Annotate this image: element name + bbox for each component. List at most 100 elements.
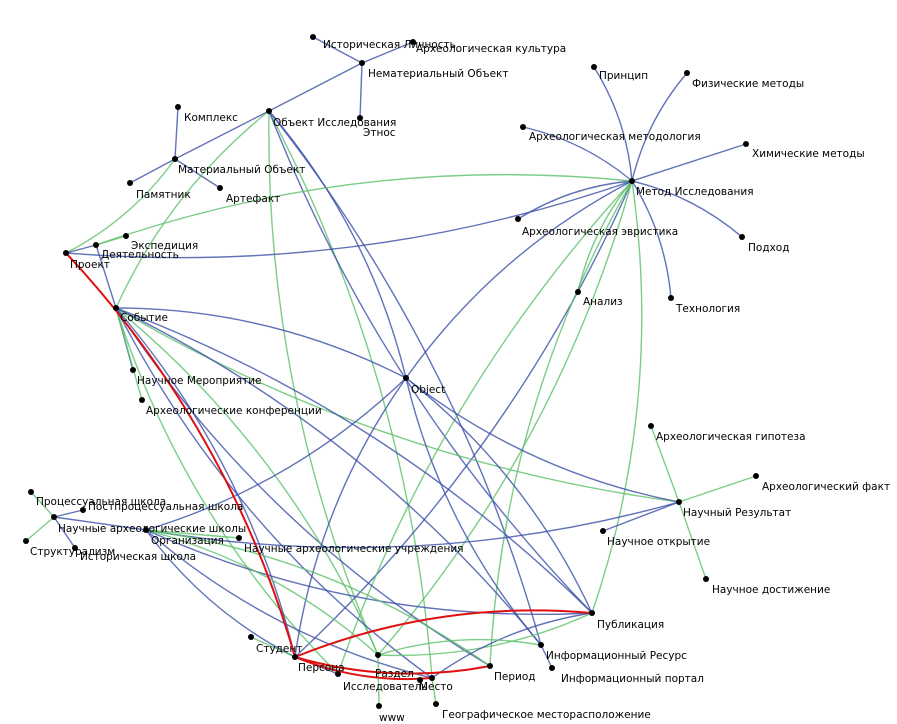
node-nemat[interactable] [359, 60, 365, 66]
node-arh_kult[interactable] [410, 39, 416, 45]
node-kompleks[interactable] [175, 104, 181, 110]
node-gipoteza[interactable] [648, 423, 654, 429]
label-otkrytie: Научное открытие [607, 536, 710, 548]
edge-rezult-organiz [145, 501, 680, 549]
node-nauch_mer[interactable] [130, 367, 136, 373]
node-artefakt[interactable] [217, 185, 223, 191]
node-rezult[interactable] [676, 499, 682, 505]
node-sobytie[interactable] [113, 305, 119, 311]
edge-rezult-gipoteza [650, 425, 680, 503]
edge-nauch_shk-struktur [25, 516, 55, 542]
edge-organiz-mesto [145, 529, 433, 679]
node-www[interactable] [376, 703, 382, 709]
node-student[interactable] [248, 634, 254, 640]
label-arh_kult: Археологическая культура [416, 43, 566, 55]
node-obj_issl[interactable] [266, 108, 272, 114]
node-analiz[interactable] [575, 289, 581, 295]
label-persona: Персона [298, 662, 345, 674]
node-konf[interactable] [139, 397, 145, 403]
node-process[interactable] [28, 489, 34, 495]
node-pamyatnik[interactable] [127, 180, 133, 186]
node-otkrytie[interactable] [600, 528, 606, 534]
edge-mater-artefakt [174, 158, 221, 189]
edge-sobytie-object [115, 307, 407, 379]
edge-metod-him [631, 143, 747, 182]
label-fakt: Археологический факт [762, 481, 890, 493]
node-struktur[interactable] [23, 538, 29, 544]
label-organiz: Организация [151, 535, 224, 547]
nodes-layer [23, 34, 759, 709]
label-metod: Метод Исследования [636, 186, 754, 198]
node-mesto[interactable] [429, 675, 435, 681]
node-razdel[interactable] [375, 652, 381, 658]
label-postproc: Постпроцессуальная школа [88, 501, 243, 513]
edge-metod-publik [591, 180, 643, 614]
edge-obj_issl-inf_res [268, 110, 542, 646]
edge-obj_issl-nemat [268, 62, 363, 112]
label-gipoteza: Археологическая гипотеза [656, 431, 806, 443]
node-period[interactable] [487, 663, 493, 669]
edge-metod-fiz [631, 72, 688, 182]
node-postproc[interactable] [80, 507, 86, 513]
edge-obj_issl-sobytie [115, 110, 270, 309]
edge-metod-princip [593, 66, 633, 182]
edge-object-persona [294, 377, 407, 658]
node-dostizh[interactable] [703, 576, 709, 582]
node-him[interactable] [743, 141, 749, 147]
node-organiz[interactable] [143, 527, 149, 533]
node-nauk_mesto[interactable] [417, 677, 423, 683]
edge-metod-object [405, 180, 633, 379]
node-princip[interactable] [591, 64, 597, 70]
edge-nauch_shk-process [30, 491, 55, 518]
node-inf_res[interactable] [538, 642, 544, 648]
edge-publik-razdel [377, 612, 593, 657]
edge-proekt-persona [65, 252, 296, 658]
label-fiz: Физические методы [692, 78, 804, 90]
edge-persona-publik [294, 609, 593, 658]
node-fiz[interactable] [684, 70, 690, 76]
node-arh_metod[interactable] [520, 124, 526, 130]
node-proekt[interactable] [63, 250, 69, 256]
edge-deyat-ekspedic [95, 235, 127, 246]
label-struktur: Структурализм [30, 546, 115, 558]
edge-organiz-period [145, 529, 491, 667]
node-etnos[interactable] [357, 115, 363, 121]
edge-nauch_shk-postproc [53, 509, 84, 518]
label-inf_res: Информационный Ресурс [546, 650, 687, 662]
node-publik[interactable] [589, 610, 595, 616]
node-issledov[interactable] [335, 671, 341, 677]
node-uchrezh[interactable] [236, 535, 242, 541]
node-ist_shk[interactable] [72, 545, 78, 551]
label-nauch_shk: Научные археологические школы [58, 523, 246, 535]
node-nauch_shk[interactable] [51, 514, 57, 520]
node-deyat[interactable] [93, 242, 99, 248]
node-object[interactable] [403, 375, 409, 381]
label-obj_issl: Объект Исследования [273, 117, 396, 129]
edge-nemat-ist_lichn [312, 36, 363, 64]
label-ist_shk: Историческая школа [80, 551, 196, 563]
node-podhod[interactable] [739, 234, 745, 240]
node-evristika[interactable] [515, 216, 521, 222]
edge-metod-issledov [337, 180, 633, 675]
label-uchrezh: Научные археологические учреждения [244, 543, 464, 555]
label-deyat: Деятельность [101, 249, 179, 261]
node-inf_port[interactable] [549, 665, 555, 671]
label-princip: Принцип [599, 70, 648, 82]
label-tehno: Технология [675, 303, 740, 315]
edge-inf_res-inf_port [540, 644, 553, 669]
edge-nemat-etnos [359, 62, 363, 119]
edge-deyat-sobytie [95, 244, 117, 309]
node-persona[interactable] [292, 654, 298, 660]
node-tehno[interactable] [668, 295, 674, 301]
edge-metod-analiz [577, 180, 633, 293]
node-ekspedic[interactable] [123, 233, 129, 239]
node-ist_lichn[interactable] [310, 34, 316, 40]
node-metod[interactable] [629, 178, 635, 184]
node-mater[interactable] [172, 156, 178, 162]
node-fakt[interactable] [753, 473, 759, 479]
edge-sobytie-persona [115, 307, 296, 658]
node-geo[interactable] [433, 701, 439, 707]
edge-nemat-arh_kult [361, 41, 414, 64]
